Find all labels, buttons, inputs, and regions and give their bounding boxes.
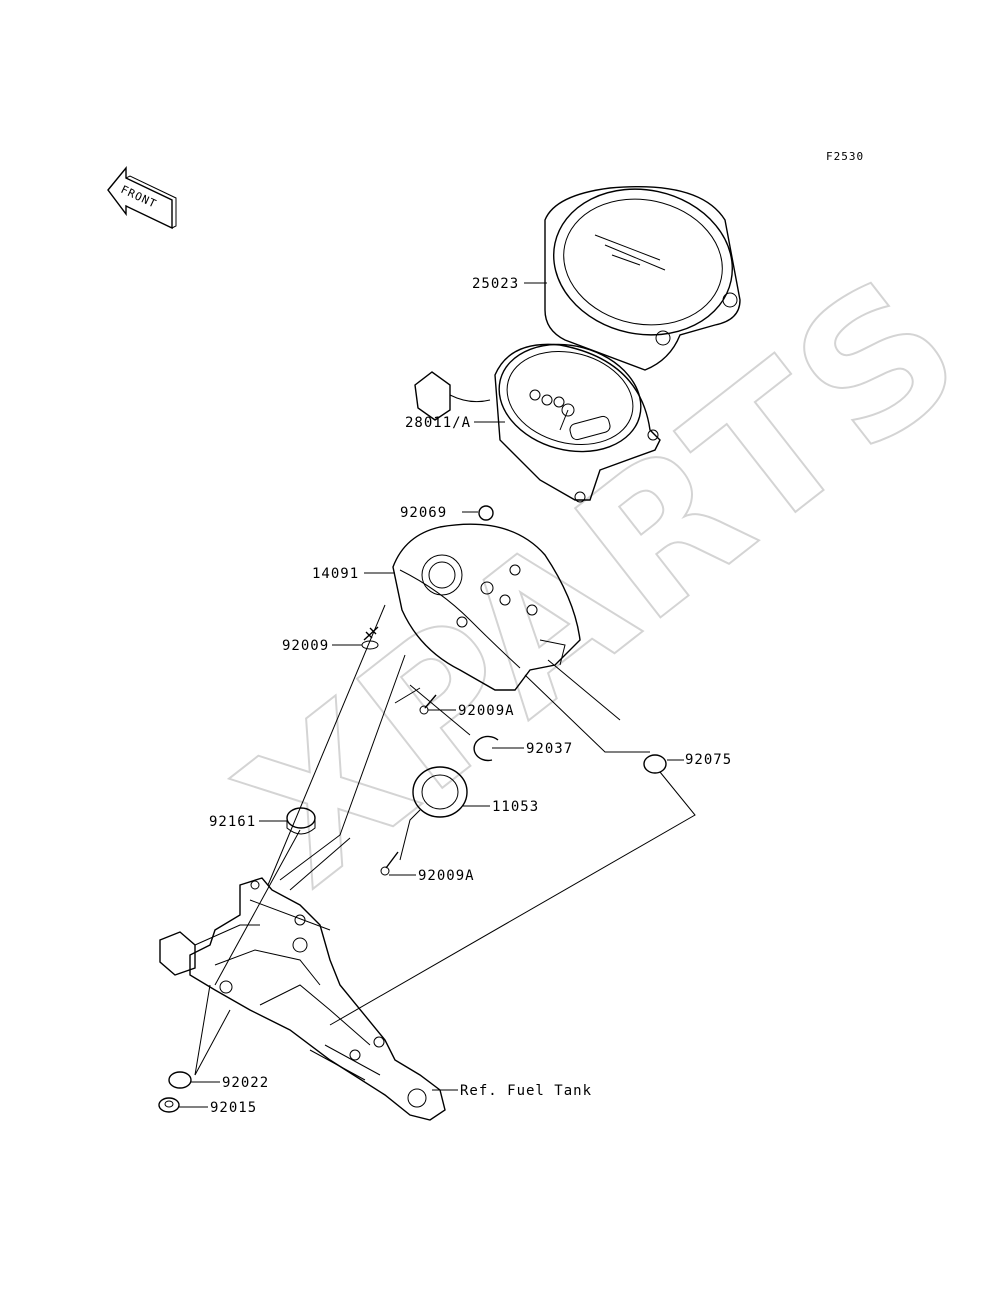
callout-92009a-lower: 92009A (418, 868, 475, 884)
assembly-guide-lines (194, 604, 696, 1076)
callout-92037: 92037 (526, 741, 573, 757)
washer-92022 (168, 1071, 192, 1089)
callout-92069: 92069 (400, 505, 447, 521)
meter-bracket (159, 877, 446, 1121)
nut-92069 (478, 505, 494, 521)
callout-11053: 11053 (492, 799, 539, 815)
gasket-11053 (412, 766, 468, 818)
nut-92015 (158, 1097, 180, 1113)
callout-ref-fuel-tank: Ref. Fuel Tank (460, 1083, 592, 1099)
callout-28011: 28011/A (405, 415, 471, 431)
figure-code: F2530 (826, 150, 864, 163)
front-arrow: FRONT (107, 166, 177, 230)
meter-case-14091 (392, 523, 581, 691)
meter-assembly-28011 (414, 343, 661, 503)
screw-92009a-lower (380, 851, 399, 876)
damper-92161 (286, 807, 316, 835)
ring-92037 (473, 735, 499, 762)
callout-92009a-upper: 92009A (458, 703, 515, 719)
callout-92009: 92009 (282, 638, 329, 654)
callout-92022: 92022 (222, 1075, 269, 1091)
callout-25023: 25023 (472, 276, 519, 292)
callout-92075: 92075 (685, 752, 732, 768)
callout-14091: 14091 (312, 566, 359, 582)
meter-cover-25023 (544, 185, 741, 371)
grommet-92075 (643, 754, 667, 774)
callout-92015: 92015 (210, 1100, 257, 1116)
callout-92161: 92161 (209, 814, 256, 830)
